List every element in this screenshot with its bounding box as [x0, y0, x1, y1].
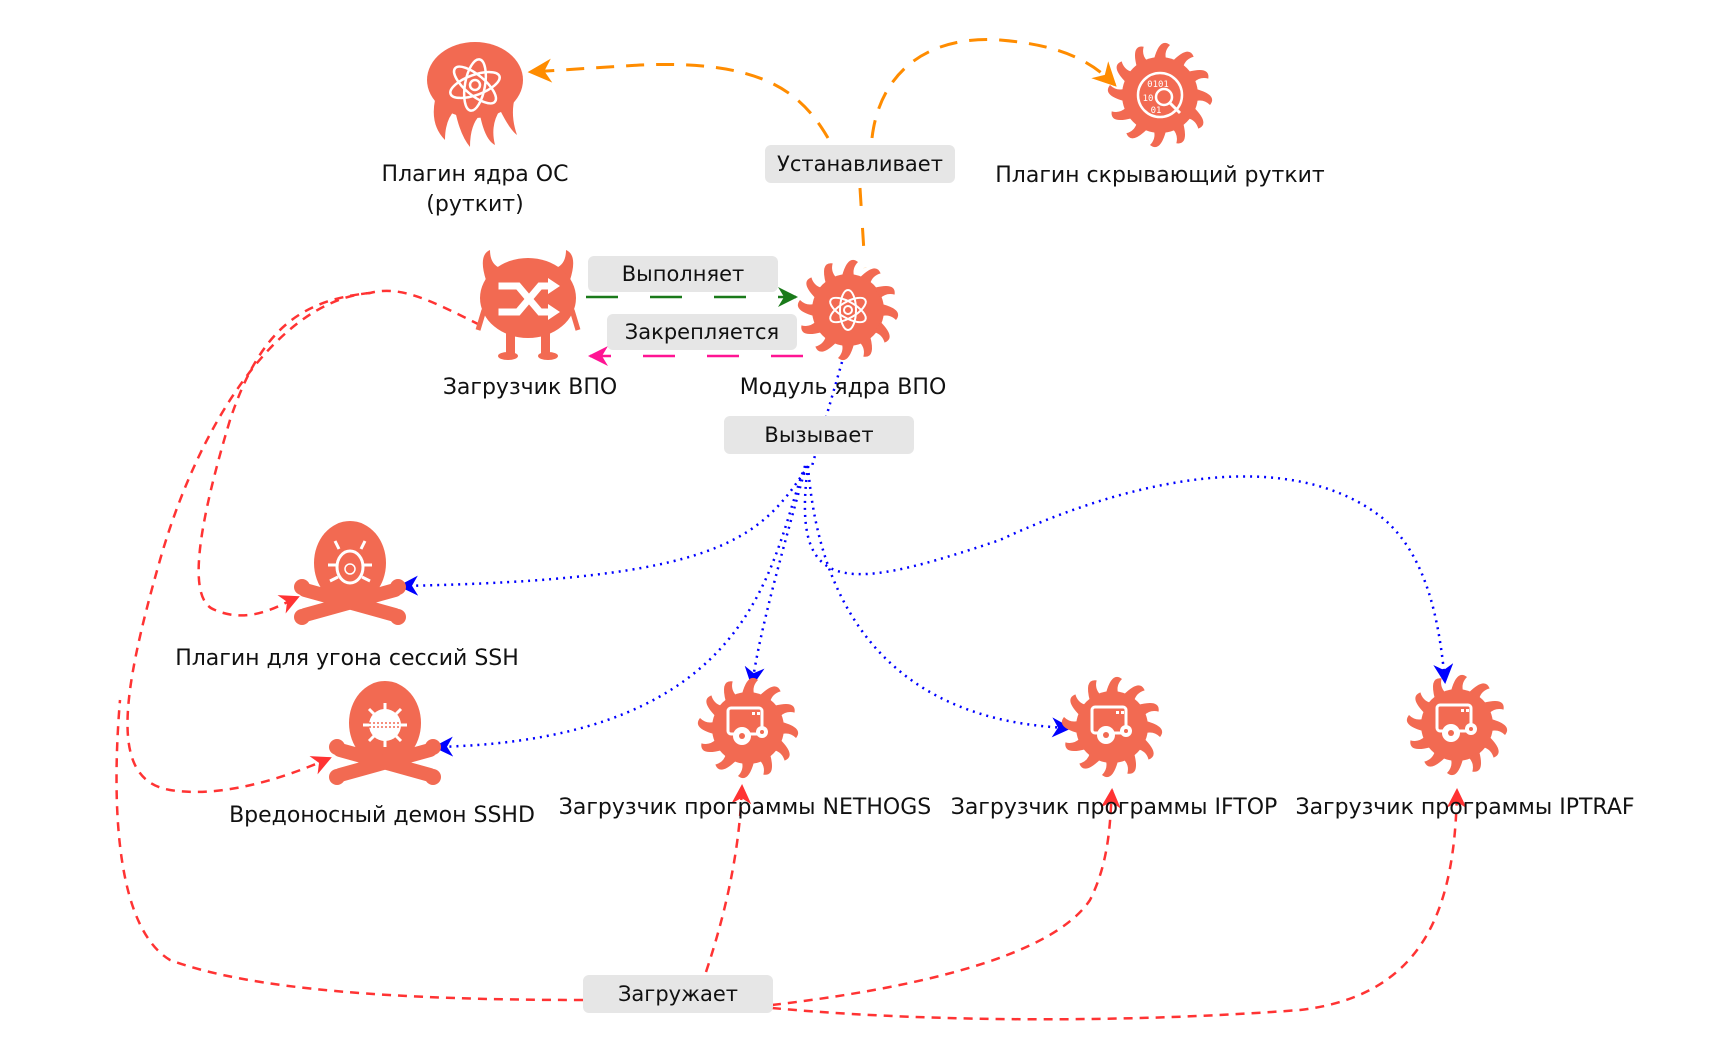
node-label-line: Плагин ядра ОС [381, 162, 569, 187]
node-label-line: Загрузчик программы IPTRAF [1295, 795, 1635, 820]
node-label-ssh-hijack-plugin: Плагин для угона сессий SSH [175, 644, 519, 674]
edge-loads-sshd [126, 291, 371, 794]
edge-label-calls: Вызывает [724, 416, 914, 454]
node-label-line: Плагин для угона сессий SSH [175, 646, 519, 671]
edge-calls-iftop [806, 465, 1072, 738]
edge-installs-os-plugin [527, 58, 830, 139]
sun-app-gears-icon-iptraf[interactable] [1406, 674, 1508, 776]
node-label-rootkit-hider: Плагин скрывающий руткит [995, 161, 1325, 191]
node-label-line: Загрузчик программы NETHOGS [558, 795, 932, 820]
edge-label-persists: Закрепляется [607, 314, 797, 350]
devil-shuffle-icon[interactable] [475, 250, 581, 360]
edge-loads-main [115, 699, 584, 1002]
edge-calls-iptraf [803, 465, 1454, 684]
edge-label-loads: Загружает [583, 975, 773, 1013]
edge-calls-ssh-plugin [398, 465, 810, 596]
edge-installs-rootkit-hider [870, 38, 1117, 139]
node-label-iftop-loader: Загрузчик программы IFTOP [951, 793, 1278, 823]
edge-label-executes: Выполняет [588, 256, 778, 292]
edge-installs-stem [858, 187, 867, 269]
edge-label-installs: Устанавливает [765, 145, 955, 183]
node-label-kernel-module: Модуль ядра ВПО [740, 373, 947, 403]
svg-text:0101: 0101 [1147, 80, 1169, 90]
node-label-malware-loader: Загрузчик ВПО [443, 373, 617, 403]
skull-bug-biohazard-icon[interactable] [294, 521, 406, 625]
node-label-nethogs-loader: Загрузчик программы NETHOGS [559, 793, 931, 823]
octopus-atom-icon[interactable] [427, 42, 523, 147]
node-label-os-kernel-plugin: Плагин ядра ОС (руткит) [382, 160, 569, 220]
skull-virus-icon[interactable] [329, 681, 441, 785]
edge-calls-nethogs [744, 465, 808, 687]
node-label-line: Загрузчик ВПО [442, 375, 618, 400]
node-label-iptraf-loader: Загрузчик программы IPTRAF [1295, 793, 1634, 823]
sun-app-gears-icon-iftop[interactable] [1061, 676, 1163, 778]
sun-app-gears-icon-nethogs[interactable] [697, 677, 799, 779]
node-label-line: Вредоносный демон SSHD [229, 803, 535, 828]
edge-loads-iftop [771, 788, 1121, 1007]
svg-text:10: 10 [1143, 94, 1154, 104]
node-label-line: Плагин скрывающий руткит [995, 163, 1325, 188]
node-label-line: (руткит) [426, 192, 524, 217]
edge-calls-sshd [433, 465, 807, 757]
node-label-malicious-sshd: Вредоносный демон SSHD [229, 801, 535, 831]
node-label-line: Загрузчик программы IFTOP [950, 795, 1278, 820]
edge-loads-nethogs [704, 784, 752, 973]
sun-binary-magnifier-icon[interactable]: 0101 10 01 [1107, 42, 1213, 148]
edge-loads-ssh-plugin [197, 289, 481, 617]
node-label-line: Модуль ядра ВПО [739, 375, 947, 400]
svg-text:01: 01 [1151, 106, 1162, 116]
sun-atom-icon[interactable] [797, 259, 899, 361]
edge-loads-iptraf [771, 788, 1467, 1021]
